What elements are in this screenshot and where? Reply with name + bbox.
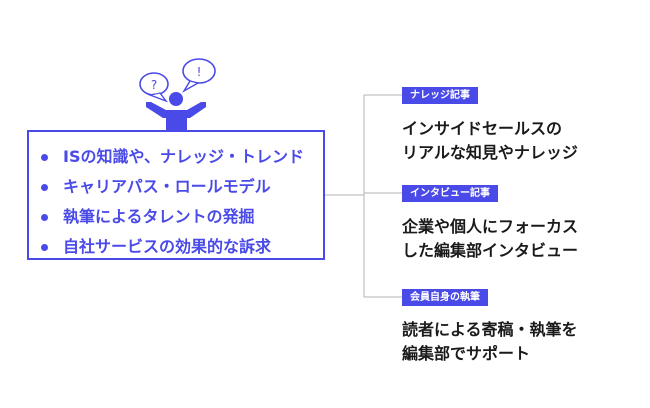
main-topics-box: ISの知識や、ナレッジ・トレンド キャリアパス・ロールモデル 執筆によるタレント… <box>27 130 325 260</box>
topic-item: 執筆によるタレントの発掘 <box>41 202 304 232</box>
question-speech-bubble: ? <box>139 72 169 103</box>
branch-description: 企業や個人にフォーカス した編集部インタビュー <box>402 215 578 263</box>
topic-item: ISの知識や、ナレッジ・トレンド <box>41 142 304 172</box>
topic-item: キャリアパス・ロールモデル <box>41 172 304 202</box>
description-line: インサイドセールスの <box>402 119 563 138</box>
exclamation-mark: ! <box>197 65 202 79</box>
topic-item: 自社サービスの効果的な訴求 <box>41 232 304 262</box>
tag-interview-article: インタビュー記事 <box>402 185 498 202</box>
description-line: リアルな知見やナレッジ <box>402 143 578 162</box>
description-line: 企業や個人にフォーカス <box>402 217 579 236</box>
description-line: した編集部インタビュー <box>402 241 579 260</box>
person-icon <box>146 92 206 130</box>
description-line: 読者による寄稿・執筆を <box>402 320 578 339</box>
tag-member-writing: 会員自身の執筆 <box>402 289 488 306</box>
description-line: 編集部でサポート <box>402 344 531 363</box>
exclamation-speech-bubble: ! <box>182 58 216 93</box>
tag-knowledge-article: ナレッジ記事 <box>402 87 478 104</box>
question-mark: ? <box>151 78 157 92</box>
branch-description: インサイドセールスの リアルな知見やナレッジ <box>402 117 578 165</box>
topic-list: ISの知識や、ナレッジ・トレンド キャリアパス・ロールモデル 執筆によるタレント… <box>41 142 304 262</box>
branch-description: 読者による寄稿・執筆を 編集部でサポート <box>402 318 578 366</box>
